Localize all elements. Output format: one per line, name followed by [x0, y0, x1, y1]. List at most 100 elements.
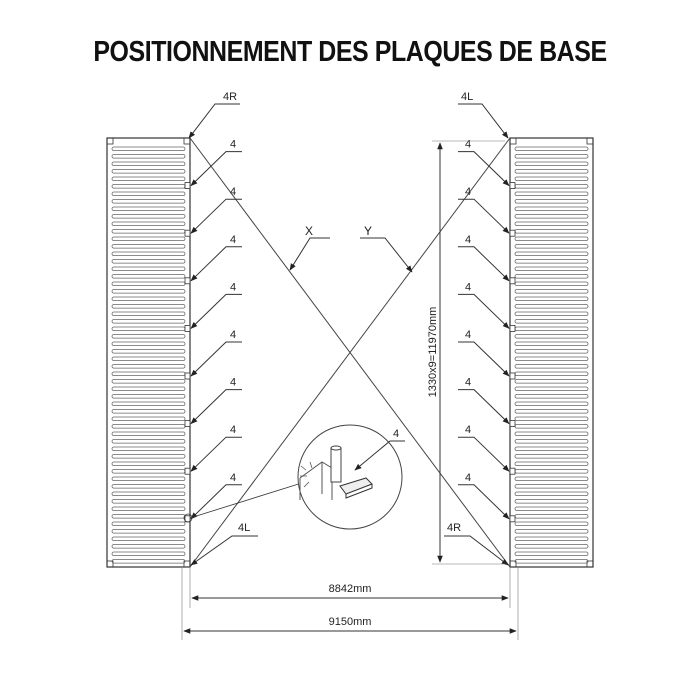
corrugation-rib [111, 176, 186, 181]
corrugation-rib [111, 289, 186, 294]
plate-label-right: 4 [465, 281, 471, 293]
left-container [106, 137, 191, 568]
plate-leader-left [190, 389, 242, 425]
outer-width-dimension-label: 9150mm [329, 616, 372, 628]
corrugation-rib [514, 296, 589, 301]
corrugation-rib [514, 484, 589, 489]
corrugation-rib [514, 356, 589, 361]
corrugation-rib [514, 289, 589, 294]
plate-leader-left [190, 198, 242, 234]
corrugation-rib [111, 454, 186, 459]
corrugation-rib [514, 304, 589, 309]
corrugation-rib [514, 266, 589, 271]
corrugation-rib [111, 551, 186, 556]
detail-leader-line [189, 481, 306, 519]
corrugation-rib [111, 251, 186, 256]
plate-leader-left [190, 246, 242, 282]
plate-label-right: 4 [465, 424, 471, 436]
corrugation-rib [111, 536, 186, 541]
plate-label-right: 4 [465, 139, 471, 151]
plate-label-left: 4 [230, 234, 236, 246]
corrugation-rib [111, 544, 186, 549]
corrugation-rib [514, 236, 589, 241]
corrugation-rib [514, 379, 589, 384]
corrugation-rib [514, 206, 589, 211]
corrugation-rib [514, 341, 589, 346]
corrugation-rib [111, 349, 186, 354]
diagonal-y-label: Y [364, 224, 372, 238]
corrugation-rib [514, 259, 589, 264]
corrugation-rib [514, 446, 589, 451]
detail-plate-edge [345, 484, 373, 499]
corrugation-rib [514, 506, 589, 511]
detail-label: 4 [393, 428, 399, 440]
corrugation-rib [111, 206, 186, 211]
corrugation-rib [111, 356, 186, 361]
corrugation-rib [514, 386, 589, 391]
plate-label-right: 4 [465, 377, 471, 389]
corrugation-rib [111, 221, 186, 226]
plate-leader-left [190, 151, 242, 187]
corrugation-rib [111, 169, 186, 174]
corrugation-rib [514, 169, 589, 174]
diagonal-x-leader [289, 237, 330, 271]
base-plate-marker [509, 229, 516, 237]
plate-leader-left [190, 293, 242, 329]
corner-fitting [183, 137, 191, 145]
corrugation-rib [111, 146, 186, 151]
corrugation-rib [514, 431, 589, 436]
inner-width-dimension-label: 8842mm [329, 583, 372, 595]
corrugation-rib [514, 251, 589, 256]
corrugation-rib [111, 364, 186, 369]
plate-leader-right [458, 151, 510, 187]
base-plate-marker [184, 229, 191, 237]
plate-leader-right [458, 341, 510, 377]
base-plate-marker [509, 182, 516, 190]
corrugation-rib [111, 274, 186, 279]
base-plate-marker [509, 467, 516, 475]
corrugation-rib [111, 214, 186, 219]
corrugation-rib [514, 146, 589, 151]
plate-label-right: 4 [465, 472, 471, 484]
corrugation-rib [111, 409, 186, 414]
corrugation-rib [111, 529, 186, 534]
detail-container-corner [299, 461, 333, 500]
detail-weld-sparks [300, 461, 313, 488]
detail-post-top [330, 445, 342, 451]
corrugation-rib [111, 491, 186, 496]
right-container [509, 137, 594, 568]
corner-fitting [106, 137, 114, 145]
corrugation-rib [111, 154, 186, 159]
corrugation-rib [514, 319, 589, 324]
corrugation-rib [111, 394, 186, 399]
base-plate-marker [184, 324, 191, 332]
plate-leader-left [190, 436, 242, 472]
base-plate-marker [184, 277, 191, 285]
left-bottom-corner-leader [190, 535, 258, 566]
corrugation-rib [111, 334, 186, 339]
corrugation-rib [514, 334, 589, 339]
right-bottom-corner-label: 4R [447, 522, 461, 534]
base-plate-marker [509, 372, 516, 380]
page-title: POSITIONNEMENT DES PLAQUES DE BASE [93, 36, 607, 68]
plate-leader-right [458, 293, 510, 329]
corner-fitting [586, 137, 594, 145]
corrugation-rib [514, 199, 589, 204]
right-top-corner-label: 4L [461, 91, 473, 103]
base-plate-marker [184, 182, 191, 190]
base-plate-marker [509, 420, 516, 428]
base-plate-marker [509, 324, 516, 332]
plate-leader-right [458, 436, 510, 472]
corrugation-rib [514, 499, 589, 504]
corrugation-rib [111, 499, 186, 504]
corrugation-rib [514, 154, 589, 159]
diagonal-x-label: X [305, 224, 313, 238]
corrugation-rib [111, 521, 186, 526]
corrugation-rib [514, 536, 589, 541]
corrugation-rib [514, 394, 589, 399]
detail-post [330, 447, 342, 483]
plate-label-left: 4 [230, 424, 236, 436]
corrugation-rib [111, 341, 186, 346]
left-top-corner-leader [188, 103, 240, 139]
